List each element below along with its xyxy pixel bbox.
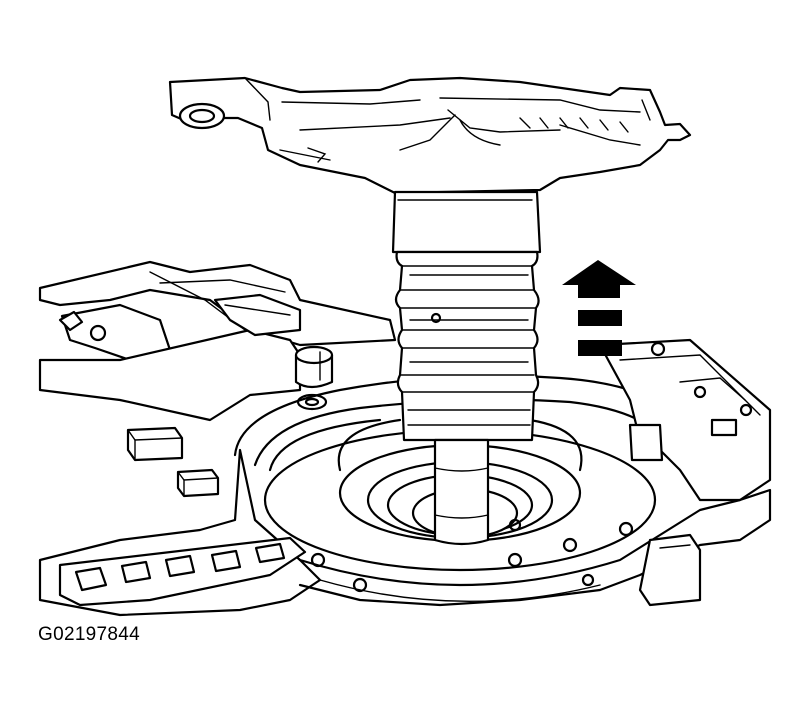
arrow-up-icon <box>562 260 636 356</box>
oil-pump-cover <box>168 76 692 546</box>
figure-id-label: G02197844 <box>38 624 141 645</box>
